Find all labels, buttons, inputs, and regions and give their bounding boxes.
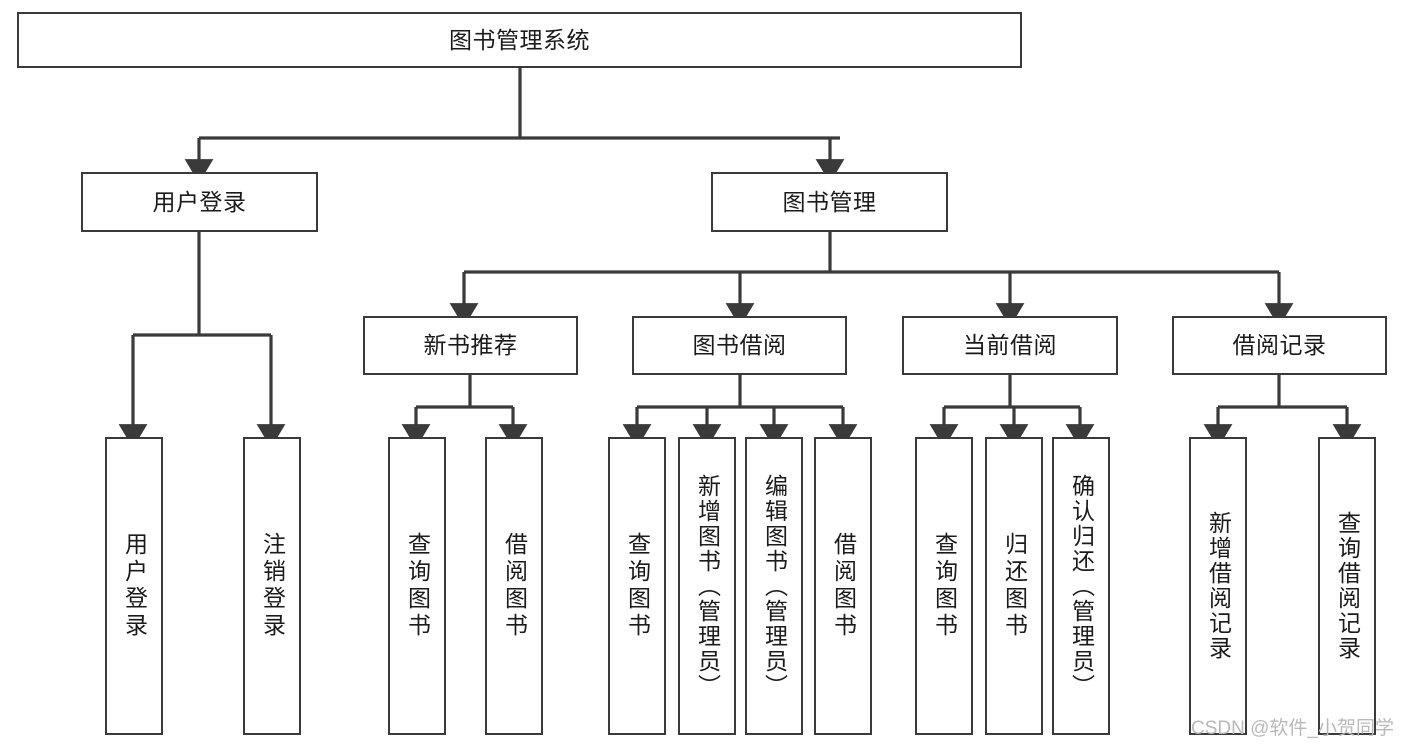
node-label: 用户登录 bbox=[121, 532, 148, 640]
leaf-query-book-borrow[interactable]: 查询图书 bbox=[608, 437, 666, 735]
node-root-system[interactable]: 图书管理系统 bbox=[17, 12, 1022, 68]
node-label: 查询图书 bbox=[404, 532, 431, 640]
node-label: 图书管理系统 bbox=[449, 26, 590, 53]
node-label: 图书借阅 bbox=[692, 332, 787, 359]
node-new-book-recommend[interactable]: 新书推荐 bbox=[363, 316, 578, 375]
node-borrow-record[interactable]: 借阅记录 bbox=[1172, 316, 1387, 375]
leaf-query-book-current[interactable]: 查询图书 bbox=[915, 437, 973, 735]
node-label: 查询借阅记录 bbox=[1334, 511, 1361, 661]
leaf-confirm-return-admin[interactable]: 确认归还（管理员） bbox=[1052, 437, 1110, 735]
leaf-add-book-admin[interactable]: 新增图书（管理员） bbox=[678, 437, 736, 735]
node-label: 借阅图书 bbox=[501, 532, 528, 640]
node-label: 用户登录 bbox=[152, 188, 247, 215]
node-label: 借阅记录 bbox=[1232, 332, 1327, 359]
node-current-borrow[interactable]: 当前借阅 bbox=[902, 316, 1118, 375]
node-label: 新增图书（管理员） bbox=[694, 473, 721, 699]
node-label: 注销登录 bbox=[259, 532, 286, 640]
node-book-management[interactable]: 图书管理 bbox=[711, 172, 948, 232]
leaf-borrow-book-new[interactable]: 借阅图书 bbox=[485, 437, 543, 735]
node-label: 当前借阅 bbox=[963, 332, 1057, 359]
leaf-logout[interactable]: 注销登录 bbox=[243, 437, 301, 735]
leaf-borrow-book[interactable]: 借阅图书 bbox=[814, 437, 872, 735]
node-label: 确认归还（管理员） bbox=[1068, 473, 1095, 699]
leaf-user-login[interactable]: 用户登录 bbox=[105, 437, 163, 735]
leaf-return-book[interactable]: 归还图书 bbox=[985, 437, 1043, 735]
leaf-query-book-new[interactable]: 查询图书 bbox=[388, 437, 446, 735]
node-label: 新增借阅记录 bbox=[1205, 511, 1232, 661]
node-label: 新书推荐 bbox=[423, 332, 518, 359]
leaf-add-borrow-record[interactable]: 新增借阅记录 bbox=[1189, 437, 1247, 735]
csdn-watermark: CSDN @软件_小贺同学 bbox=[1191, 718, 1394, 739]
node-label: 查询图书 bbox=[624, 532, 651, 640]
node-user-login[interactable]: 用户登录 bbox=[81, 172, 318, 232]
node-book-borrow[interactable]: 图书借阅 bbox=[632, 316, 847, 375]
node-label: 归还图书 bbox=[1001, 532, 1028, 640]
leaf-edit-book-admin[interactable]: 编辑图书（管理员） bbox=[745, 437, 803, 735]
node-label: 查询图书 bbox=[931, 532, 958, 640]
node-label: 借阅图书 bbox=[830, 532, 857, 640]
leaf-query-borrow-record[interactable]: 查询借阅记录 bbox=[1318, 437, 1376, 735]
node-label: 编辑图书（管理员） bbox=[761, 473, 788, 699]
node-label: 图书管理 bbox=[782, 188, 877, 215]
